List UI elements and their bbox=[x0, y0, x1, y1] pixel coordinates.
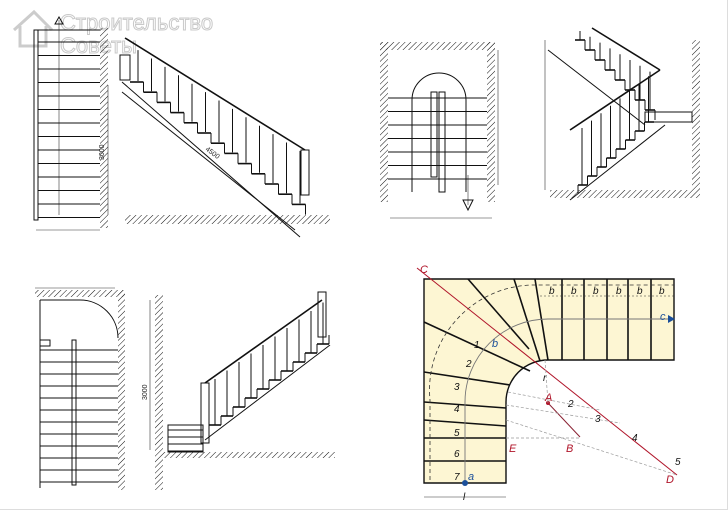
u-stair-plan bbox=[380, 42, 499, 219]
winder-line bbox=[513, 278, 541, 362]
construction-line-ab bbox=[547, 402, 581, 438]
u-stair-elevation bbox=[544, 27, 700, 201]
tread-width-label: b bbox=[593, 286, 599, 297]
watermark: Строительство Советы bbox=[12, 9, 214, 59]
step-number: 7 bbox=[454, 472, 460, 483]
tread-width-label: b bbox=[659, 286, 665, 297]
winder-line bbox=[423, 321, 531, 372]
house-logo-icon bbox=[12, 9, 54, 48]
walk-arrow-icon bbox=[668, 315, 675, 323]
construction-line-cd bbox=[416, 267, 678, 476]
arc-tread-label: b bbox=[492, 338, 498, 350]
step-number: 1 bbox=[474, 340, 480, 351]
width-label: l bbox=[463, 492, 466, 503]
step-number: 2 bbox=[465, 359, 472, 370]
point-a-label: A bbox=[544, 392, 552, 404]
tread-width-label: b bbox=[637, 286, 643, 297]
point-c-label: C bbox=[420, 264, 428, 276]
straight-stair-elevation: 3000 4500 bbox=[99, 37, 330, 238]
point-b-label: B bbox=[566, 443, 573, 455]
radius-label: r bbox=[543, 373, 547, 384]
l-stair-plan bbox=[35, 287, 125, 490]
walk-start-point bbox=[462, 480, 468, 486]
height-dimension: 3000 bbox=[142, 384, 149, 400]
direction-arrow-icon bbox=[54, 15, 64, 25]
watermark-line2: Советы bbox=[60, 33, 137, 58]
straight-stair-plan bbox=[33, 15, 108, 231]
step-number: 4 bbox=[454, 404, 460, 415]
walk-end-label: c bbox=[660, 311, 666, 323]
height-dimension: 3000 bbox=[99, 144, 106, 160]
line-division-number: 4 bbox=[632, 433, 638, 444]
line-division-number: 2 bbox=[567, 399, 574, 410]
point-e-label: E bbox=[509, 443, 517, 455]
winder-line bbox=[423, 371, 511, 386]
walk-start-label: a bbox=[468, 471, 474, 483]
watermark-line1: Строительство bbox=[60, 10, 213, 35]
l-stair-elevation: 3000 bbox=[142, 291, 335, 490]
step-number: 3 bbox=[454, 382, 460, 393]
walk-line bbox=[464, 318, 672, 483]
tread-width-label: b bbox=[571, 286, 577, 297]
tread-width-label: b bbox=[549, 286, 555, 297]
line-division-number: 5 bbox=[675, 457, 681, 468]
point-d-label: D bbox=[666, 474, 674, 486]
tread-width-label: b bbox=[616, 286, 622, 297]
stair-outline bbox=[423, 278, 675, 484]
step-number: 6 bbox=[454, 449, 460, 460]
winder-line bbox=[467, 278, 530, 350]
step-number: 5 bbox=[454, 428, 460, 439]
line-division-number: 3 bbox=[595, 414, 601, 425]
handrail bbox=[124, 37, 306, 151]
stringer-dimension: 4500 bbox=[204, 146, 221, 161]
